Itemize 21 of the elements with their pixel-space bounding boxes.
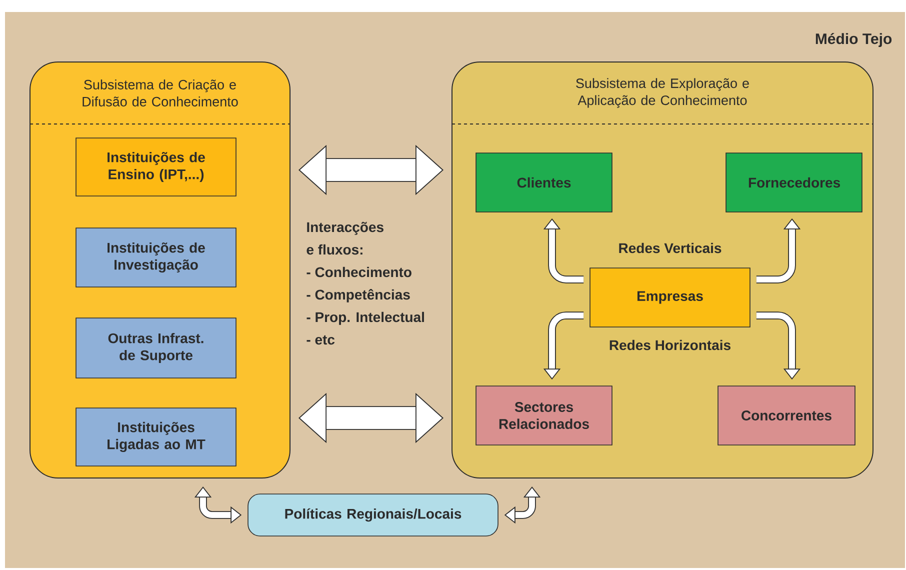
flow-list-text: - Competências bbox=[306, 289, 410, 302]
block-arrow bbox=[298, 392, 444, 444]
entity-box: Outras Infrast. de Suporte bbox=[76, 318, 236, 378]
flow-list-text: - Conhecimento bbox=[306, 266, 412, 278]
entity-box: Fornecedores bbox=[726, 152, 862, 212]
entity-box: Concorrentes bbox=[718, 386, 856, 446]
flow-list-text: e fluxos: bbox=[306, 244, 362, 255]
policy-box: Políticas Regionais/Locais bbox=[248, 494, 498, 536]
entity-box: Clientes bbox=[476, 152, 612, 212]
flow-list-text: - etc bbox=[306, 335, 335, 345]
flow-list-text: - Prop. Intelectual bbox=[306, 312, 424, 325]
block-arrow bbox=[298, 144, 444, 196]
network-label: Redes Horizontais bbox=[610, 340, 730, 350]
entity-box: Empresas bbox=[590, 268, 750, 328]
entity-box: Instituições de Ensino (IPT,...) bbox=[76, 138, 236, 196]
flow-list-text: Interacções bbox=[307, 222, 384, 235]
entity-box: Sectores Relacionados bbox=[476, 386, 612, 446]
region-label: Médio Tejo bbox=[816, 32, 892, 48]
entity-box: Instituições Ligadas ao MT bbox=[76, 408, 236, 466]
network-label: Redes Verticais bbox=[619, 242, 722, 254]
entity-box: Instituições de Investigação bbox=[76, 228, 236, 288]
